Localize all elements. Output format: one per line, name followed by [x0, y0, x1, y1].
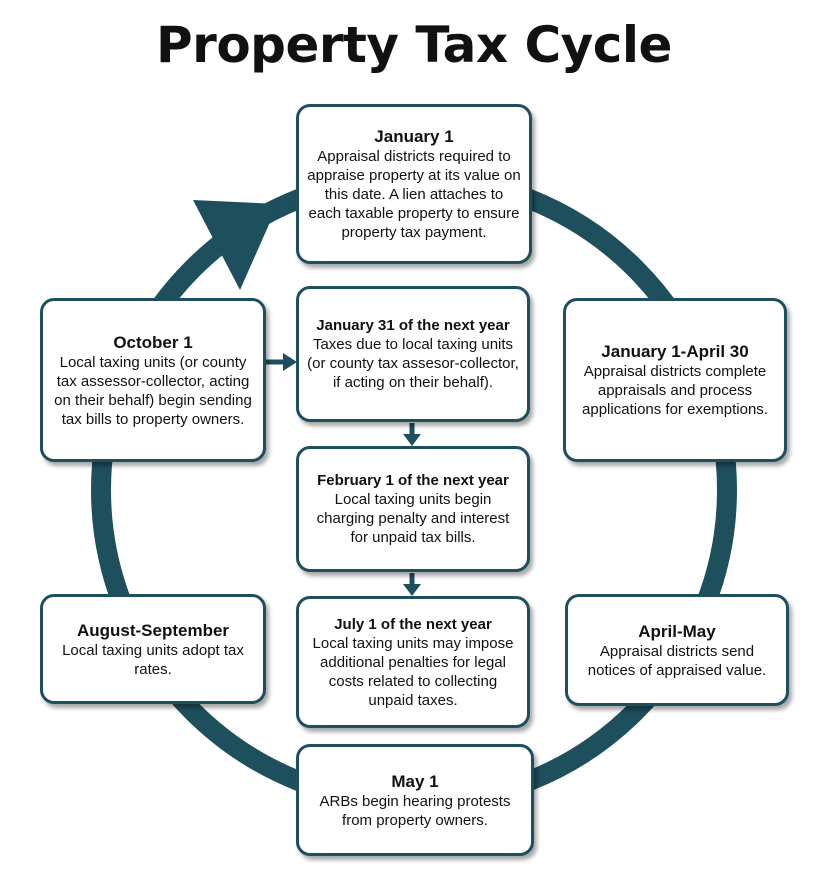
box-heading: January 31 of the next year: [316, 317, 510, 334]
jan31-to-feb1-arrowhead: [403, 434, 421, 446]
box-heading: April-May: [638, 621, 716, 641]
box-heading: July 1 of the next year: [334, 615, 492, 633]
box-may-1: May 1 ARBs begin hearing protests from p…: [296, 744, 534, 856]
feb1-to-jul1-arrowhead: [403, 584, 421, 596]
box-heading: January 1-April 30: [601, 342, 749, 361]
box-text: Local taxing units begin charging penalt…: [316, 491, 510, 546]
box-heading: October 1: [113, 332, 193, 352]
box-text: Appraisal districts required to appraise…: [307, 148, 521, 241]
box-february-1-next-year: February 1 of the next year Local taxing…: [296, 446, 530, 572]
box-text: Local taxing units (or county tax assess…: [54, 353, 252, 428]
box-text: Local taxing units adopt tax rates.: [62, 641, 244, 678]
box-text: Appraisal districts complete appraisals …: [582, 363, 768, 418]
box-heading: January 1: [374, 127, 454, 146]
box-text: Local taxing units may impose additional…: [312, 634, 514, 709]
box-text: ARBs begin hearing protests from propert…: [319, 792, 511, 829]
box-january-31-next-year: January 31 of the next year Taxes due to…: [296, 286, 530, 422]
box-heading: February 1 of the next year: [317, 472, 509, 489]
box-january-1: January 1 Appraisal districts required t…: [296, 104, 532, 264]
box-heading: August-September: [76, 620, 230, 640]
box-heading: May 1: [391, 771, 439, 791]
cycle-arrowhead: [193, 200, 278, 290]
box-text: Taxes due to local taxing units (or coun…: [307, 336, 519, 391]
box-october-1: October 1 Local taxing units (or county …: [40, 298, 266, 462]
box-august-september: August-September Local taxing units adop…: [40, 594, 266, 704]
oct-to-jan31-arrowhead: [283, 353, 297, 371]
box-text: Appraisal districts send notices of appr…: [587, 642, 767, 679]
box-january-1-april-30: January 1-April 30 Appraisal districts c…: [563, 298, 787, 462]
box-april-may: April-May Appraisal districts send notic…: [565, 594, 789, 706]
box-july-1-next-year: July 1 of the next year Local taxing uni…: [296, 596, 530, 728]
diagram-title: Property Tax Cycle: [156, 16, 672, 74]
